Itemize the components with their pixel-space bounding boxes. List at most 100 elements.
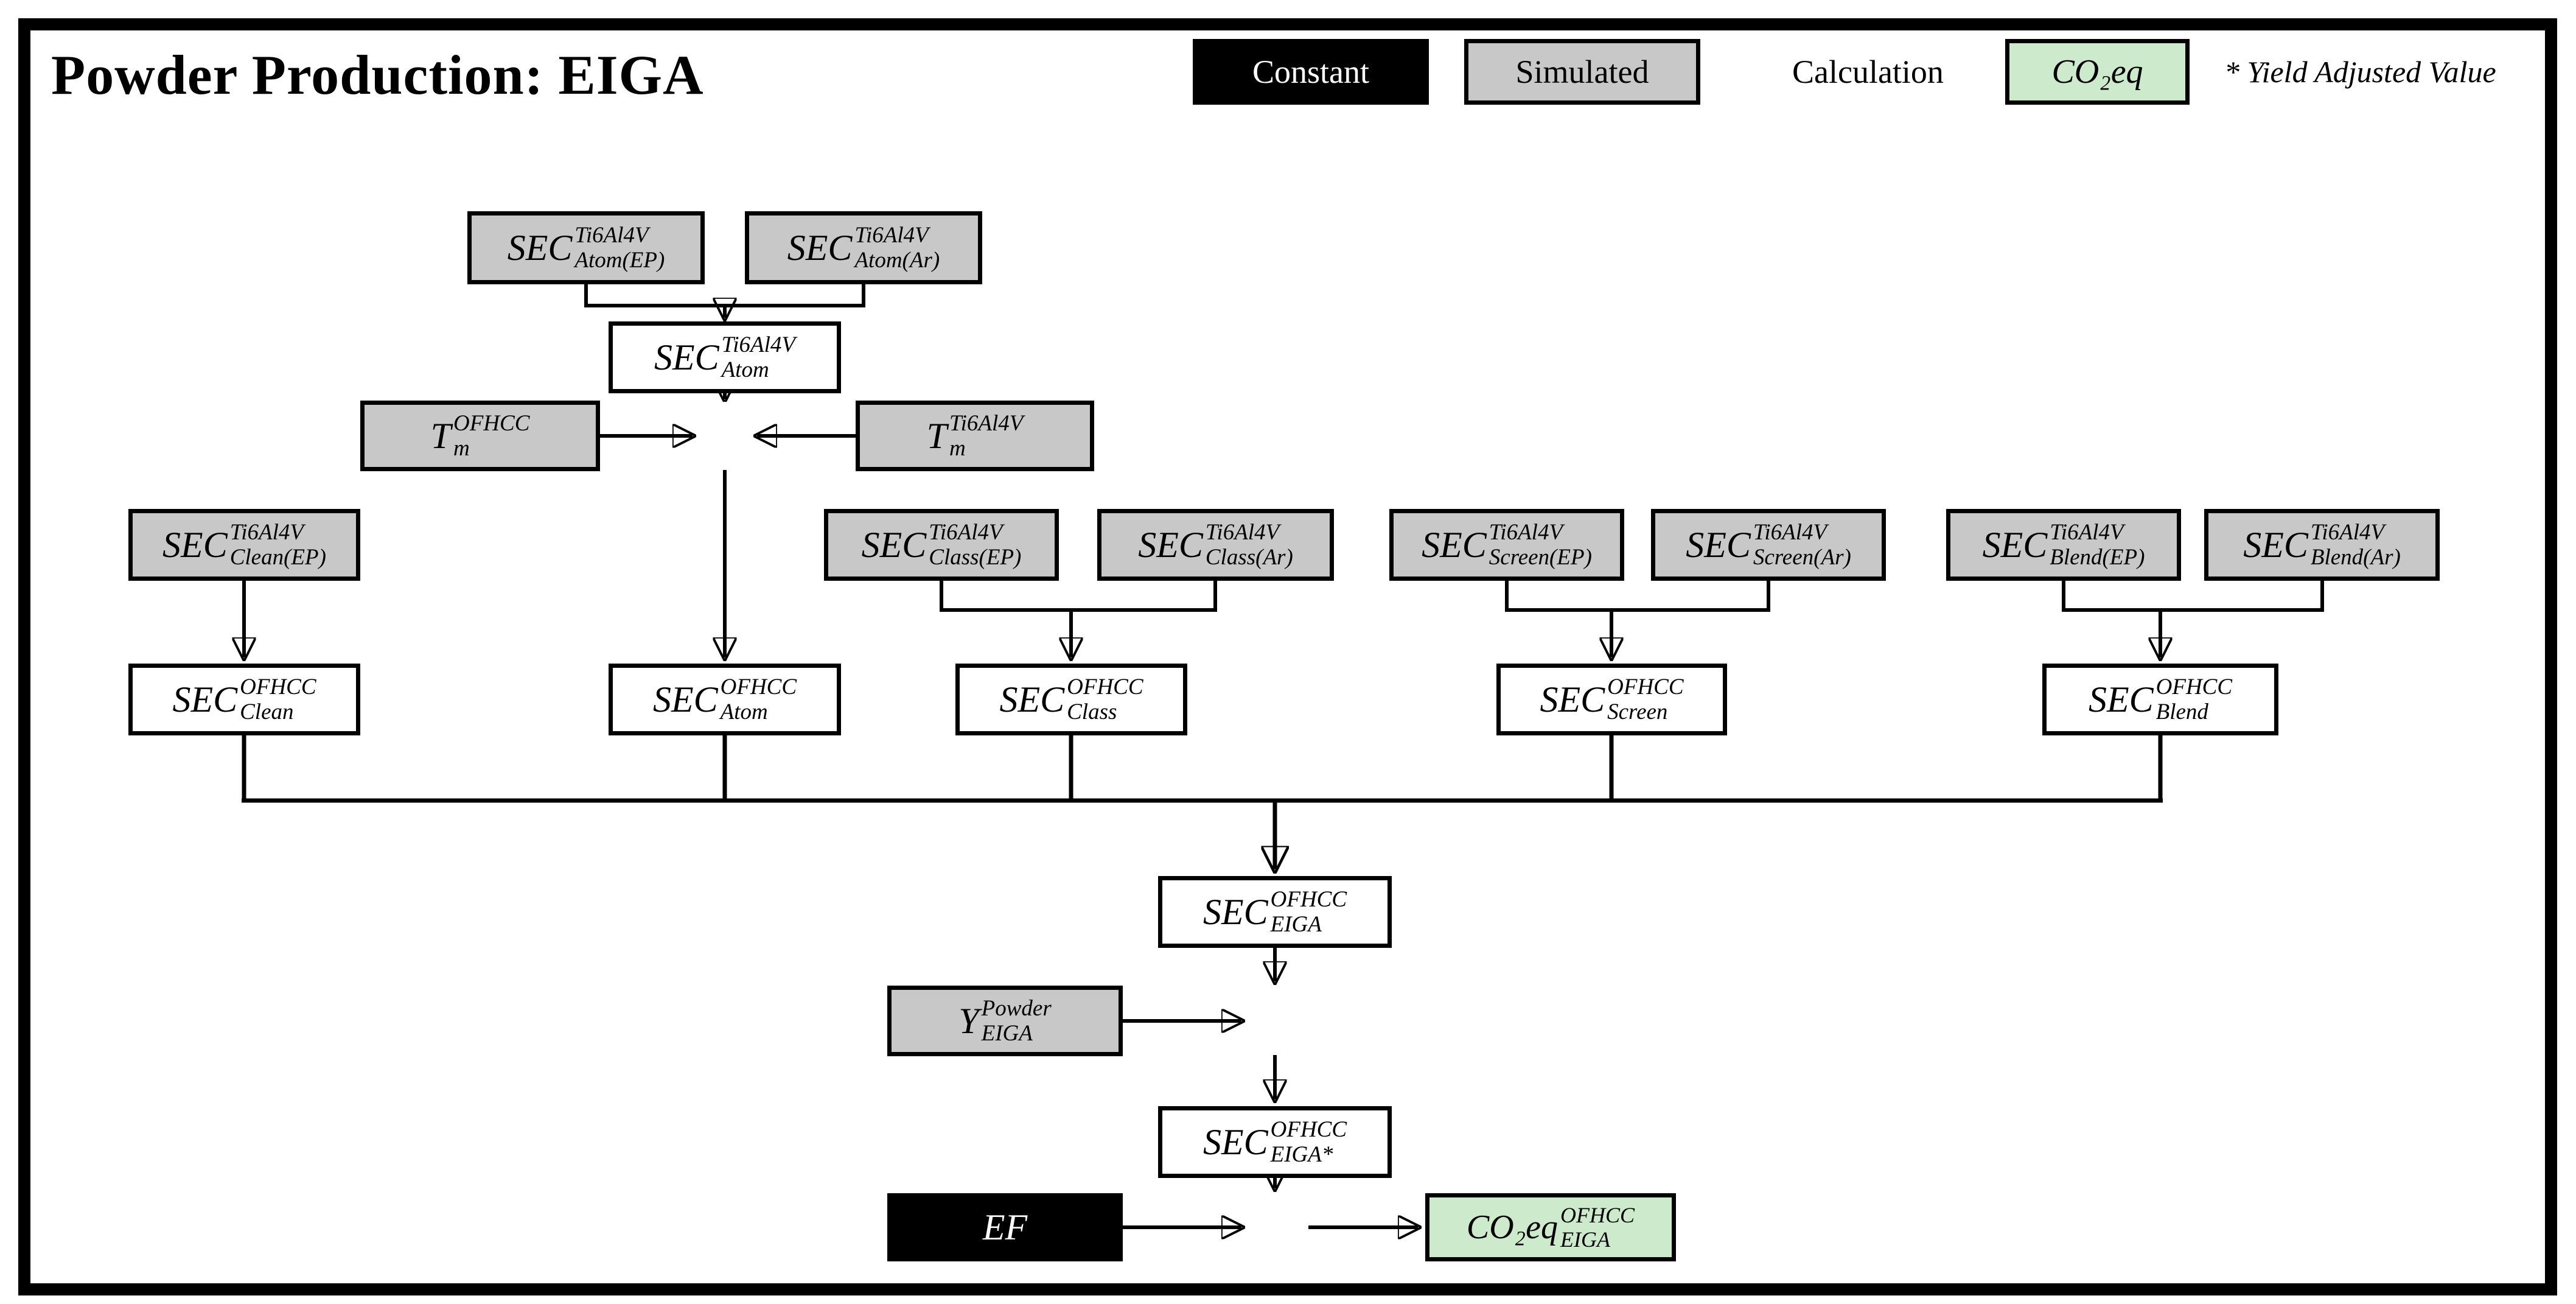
math-sup: OFHCC [1270, 1116, 1347, 1142]
math-base: SEC [787, 228, 853, 268]
math-base: SEC [1422, 525, 1487, 565]
math-base: CO₂eq [1466, 1208, 1559, 1246]
math-sub: m [453, 436, 470, 461]
math-sub: Atom [721, 357, 769, 382]
connector-atom-merge [584, 284, 865, 318]
math-sup: Ti6Al4V [574, 222, 649, 248]
math-sub: Clean [240, 699, 294, 724]
math-sup: OFHCC [1607, 674, 1684, 699]
math-sup: OFHCC [1560, 1202, 1635, 1227]
math-sub: Atom(EP) [574, 248, 665, 273]
connector-class-merge [940, 581, 1217, 657]
connector-atom-calc [600, 393, 856, 657]
calculation-node-emission [1249, 1194, 1301, 1260]
math-sub: EIGA [1560, 1227, 1611, 1252]
math-sub: m [949, 436, 966, 461]
math-base: SEC [1982, 525, 2048, 565]
math-sup: Ti6Al4V [2310, 519, 2385, 545]
math-sup: Ti6Al4V [229, 519, 304, 545]
math-base: SEC [1540, 679, 1605, 720]
math-sub: EIGA* [1270, 1142, 1333, 1167]
math-base: EF [982, 1207, 1028, 1247]
math-sup: OFHCC [720, 674, 797, 699]
math-sup: Powder [981, 995, 1052, 1021]
math-base: SEC [162, 525, 228, 565]
math-base: SEC [507, 228, 573, 268]
math-sub: Screen(EP) [1489, 545, 1592, 570]
legend-calculation-label: Calculation [1792, 54, 1944, 90]
math-sup: Ti6Al4V [854, 222, 929, 248]
calculation-node-yield [1249, 987, 1301, 1055]
math-base: SEC [861, 525, 927, 565]
math-sup: Ti6Al4V [1489, 519, 1563, 545]
connector-bus [242, 735, 2163, 869]
math-sup: Ti6Al4V [2050, 519, 2124, 545]
math-sub: Class(EP) [929, 545, 1022, 570]
math-base: SEC [2243, 525, 2308, 565]
calculation-node-atom [699, 402, 751, 470]
math-base: SEC [999, 679, 1065, 720]
math-sup: Ti6Al4V [949, 410, 1024, 436]
math-sub: Blend [2155, 699, 2208, 724]
math-sup: Ti6Al4V [1205, 519, 1280, 545]
math-sup: Ti6Al4V [1753, 519, 1827, 545]
math-base: SEC [1202, 1122, 1268, 1162]
legend-co2eq-label: CO₂eq [2051, 53, 2143, 91]
math-base: T [926, 416, 948, 456]
math-sup: OFHCC [240, 674, 316, 699]
math-sup: OFHCC [2155, 674, 2233, 699]
math-sub: Screen(Ar) [1753, 545, 1851, 570]
math-base: SEC [652, 679, 718, 720]
outer-border [18, 18, 2557, 1295]
legend-simulated-swatch: Simulated [1464, 39, 1700, 105]
math-sub: Atom(Ar) [854, 248, 940, 273]
math-base: SEC [2088, 679, 2154, 720]
math-sup: OFHCC [453, 410, 530, 436]
math-base: SEC [654, 337, 719, 377]
math-base: SEC [172, 679, 238, 720]
math-sub: Blend(Ar) [2310, 545, 2401, 570]
math-sup: OFHCC [1270, 886, 1347, 912]
math-sub: Class(Ar) [1205, 545, 1293, 570]
math-sub: Screen [1607, 699, 1668, 724]
math-base: T [430, 416, 451, 456]
math-sub: Atom [720, 699, 768, 724]
legend-constant-swatch: Constant [1193, 39, 1429, 105]
connector-screen-merge [1505, 581, 1770, 657]
node-emission-factor: EF [887, 1193, 1123, 1261]
math-sup: OFHCC [1067, 674, 1143, 699]
math-sup: Ti6Al4V [721, 332, 795, 357]
math-sub: Blend(EP) [2050, 545, 2145, 570]
math-sup: Ti6Al4V [929, 519, 1003, 545]
page-title: Powder Production: EIGA [51, 44, 704, 106]
math-sub: Class [1067, 699, 1117, 724]
legend-co2eq-swatch: CO₂eq [2005, 39, 2190, 105]
legend-constant-label: Constant [1252, 54, 1369, 90]
math-base: SEC [1686, 525, 1751, 565]
math-base: SEC [1138, 525, 1203, 565]
legend-yield-note: * Yield Adjusted Value [2224, 55, 2496, 89]
legend-simulated-label: Simulated [1515, 54, 1649, 90]
